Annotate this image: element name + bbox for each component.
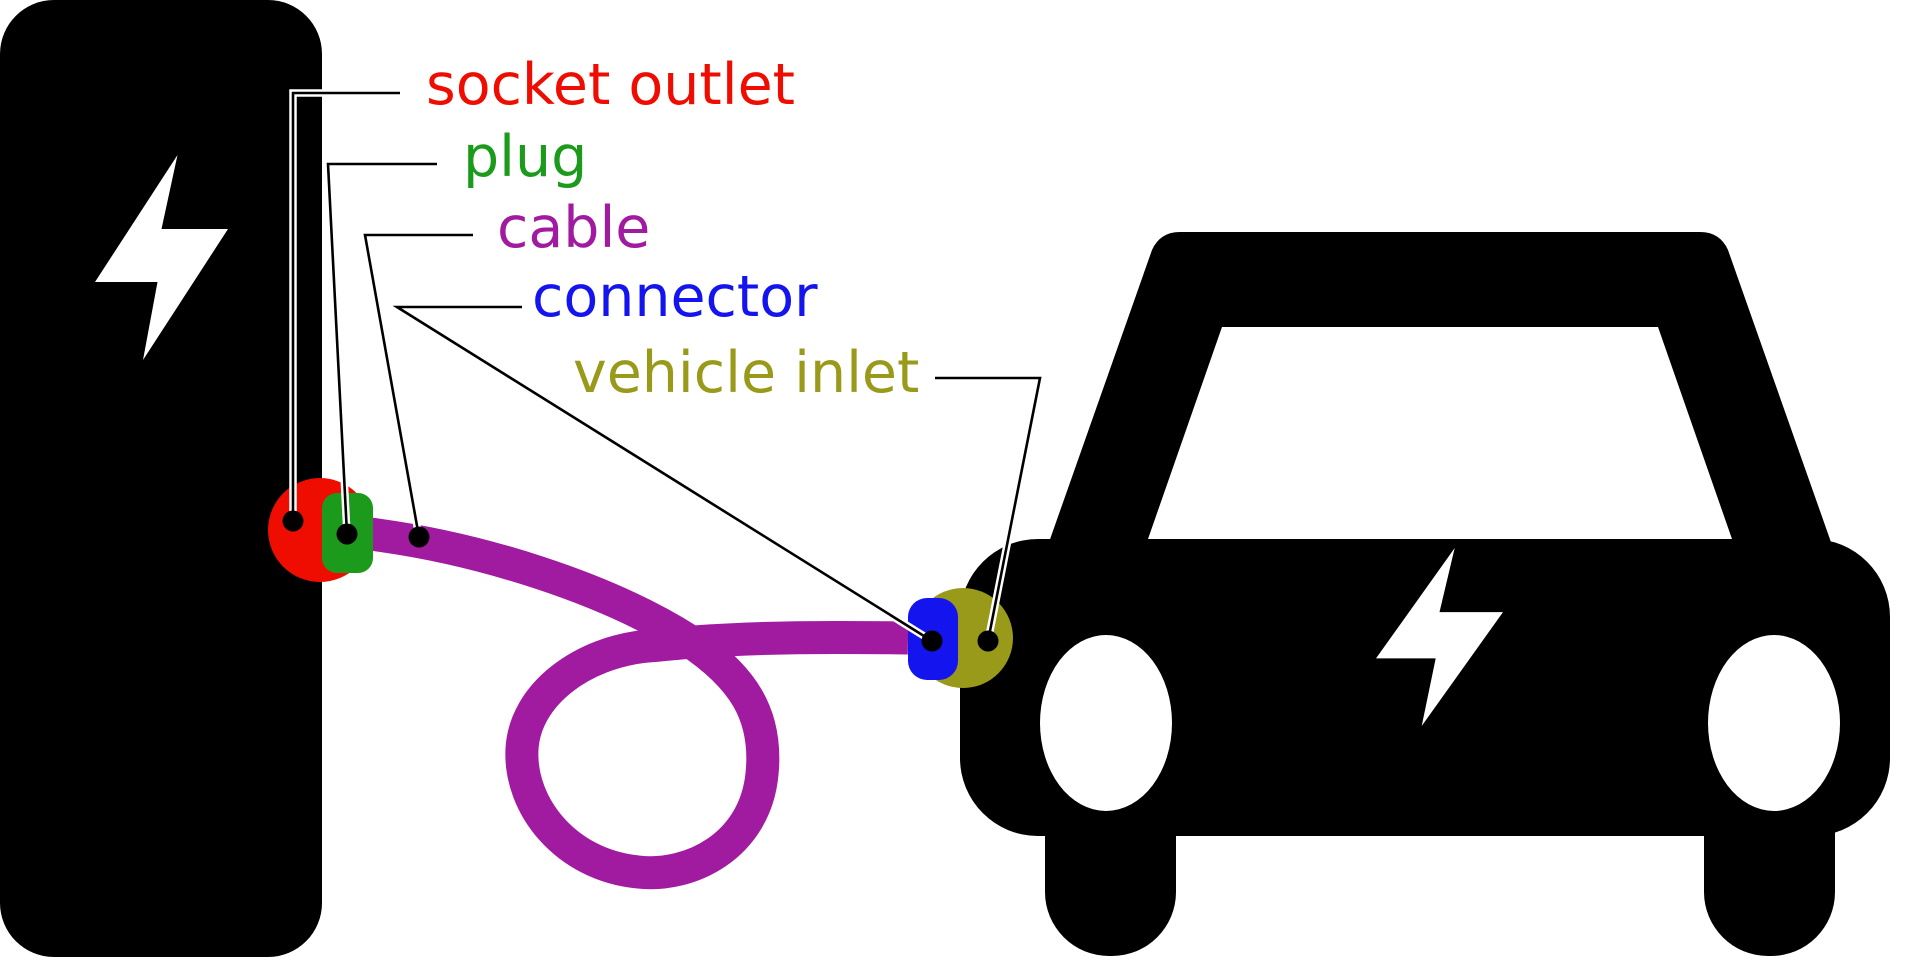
cable-dot: [408, 526, 430, 548]
cable-shape: [367, 517, 909, 890]
label-vehicle-inlet: vehicle inlet: [573, 340, 919, 406]
station-pillar: [0, 0, 322, 957]
plug-dot: [336, 523, 358, 545]
label-socket-outlet: socket outlet: [426, 52, 795, 118]
label-cable: cable: [497, 195, 650, 261]
car-lightning-bolt-icon: [1376, 548, 1503, 726]
label-plug: plug: [463, 124, 587, 190]
car-headlight-right: [1708, 635, 1840, 811]
labels: socket outlet plug cable connector vehic…: [426, 52, 919, 406]
connector-leader-line: [392, 305, 933, 643]
car-windshield: [1148, 327, 1732, 539]
socket-outlet-dot: [282, 510, 304, 532]
vehicle-inlet-leader-line: [935, 376, 1042, 642]
leader-lines: [289, 89, 1045, 645]
label-connector: connector: [532, 264, 818, 330]
vehicle-inlet-dot: [977, 630, 999, 652]
callout-dots: [282, 510, 999, 652]
car-headlight-left: [1040, 635, 1172, 811]
charging-station: [0, 0, 322, 957]
car-body: [960, 539, 1890, 836]
connector-dot: [921, 630, 943, 652]
electric-car: [960, 232, 1890, 956]
plug-leader-line: [326, 162, 437, 535]
station-lightning-bolt-icon: [95, 155, 228, 360]
socket-outlet-leader-line: [291, 91, 400, 521]
cable-leader-line: [363, 233, 473, 538]
